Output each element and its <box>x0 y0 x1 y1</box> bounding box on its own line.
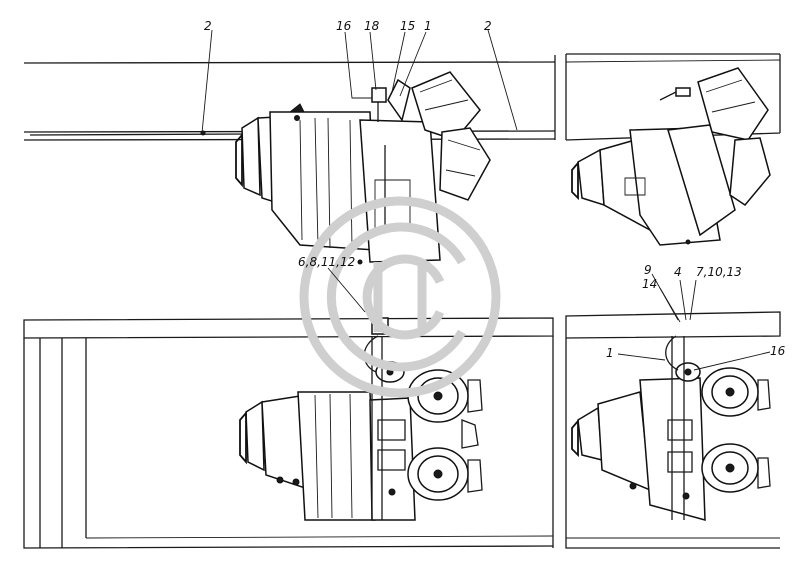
leader-lines <box>201 29 771 371</box>
callout-14: 14 <box>642 277 657 291</box>
callout-15: 15 <box>400 19 415 33</box>
callout-1-bottom: 1 <box>606 346 614 360</box>
gearbox-top-right <box>571 67 771 246</box>
callout-16-top: 16 <box>336 19 352 33</box>
callout-16-bottom: 16 <box>770 344 786 358</box>
gearbox-top-left <box>29 71 491 265</box>
gearbox-bottom-right <box>571 335 771 521</box>
callout-6-8-11-12: 6,8,11,12 <box>298 255 355 269</box>
callout-labels-bottom-right: 9 14 4 7,10,13 1 16 <box>606 263 786 360</box>
callout-labels-top: 2 16 18 15 1 2 6,8,11,12 <box>204 19 492 269</box>
callout-7-10-13: 7,10,13 <box>696 265 742 279</box>
callout-1-top: 1 <box>424 19 432 33</box>
callout-4: 4 <box>674 265 682 279</box>
frame-rails-bottom <box>23 311 781 549</box>
gearbox-bottom-left <box>239 317 483 521</box>
callout-9: 9 <box>644 263 652 277</box>
callout-2-right: 2 <box>484 19 492 33</box>
callout-2-left: 2 <box>204 19 212 33</box>
callout-18: 18 <box>364 19 380 33</box>
watermark-logo <box>299 196 501 398</box>
